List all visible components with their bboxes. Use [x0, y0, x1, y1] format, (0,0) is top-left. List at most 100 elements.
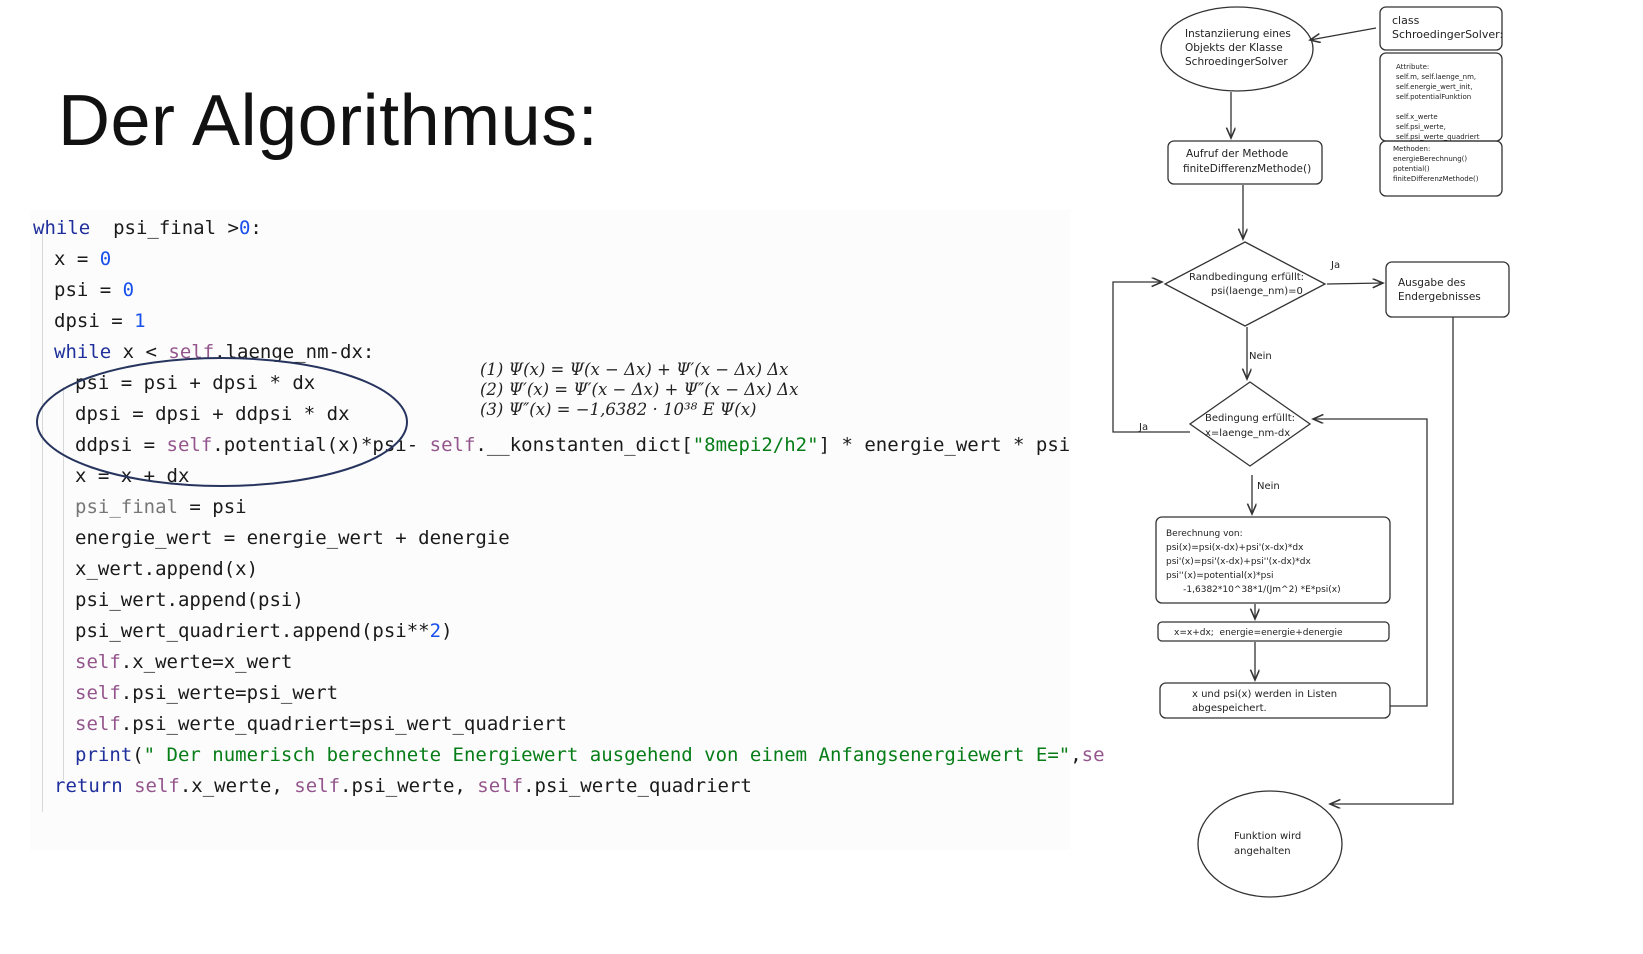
output-line: Ausgabe des [1398, 277, 1465, 289]
code-token: 1 [134, 310, 146, 332]
class-attr-line: self.m, self.laenge_nm, [1396, 73, 1476, 81]
end-node-line: angehalten [1234, 846, 1291, 857]
code-token: while [54, 341, 112, 363]
class-attr-line: self.potentialFunktion [1396, 93, 1471, 101]
code-token: while [33, 217, 91, 239]
store-box [1159, 682, 1391, 719]
code-token: psi_wert.append(psi) [75, 589, 304, 611]
code-token: se [1081, 744, 1105, 766]
code-token: self [294, 775, 341, 797]
class-method-line: potential() [1393, 165, 1430, 173]
arrow-loop-back [1112, 282, 1190, 433]
code-token: self [75, 713, 121, 735]
arrow-store-back [1313, 419, 1428, 707]
code-token: self [429, 434, 476, 456]
start-node-line: Objekts der Klasse [1185, 42, 1283, 54]
code-token: return [54, 775, 123, 797]
store-line: abgespeichert. [1192, 703, 1267, 714]
store-line: x und psi(x) werden in Listen [1192, 689, 1337, 700]
arrow-decision-to-output [1326, 283, 1383, 284]
decision2-line: x=laenge_nm-dx [1205, 428, 1290, 439]
update-box [1157, 621, 1390, 642]
class-attr-line: self.psi_werte_quadriert [1396, 133, 1480, 141]
code-token: .psi_werte_quadriert=psi_wert_quadriert [120, 713, 567, 735]
equation-1: (1) Ψ(x) = Ψ(x − Δx) + Ψ′(x − Δx) Δx [480, 360, 789, 379]
class-title-line: class [1392, 14, 1420, 27]
class-attr-line: self.psi_werte, [1396, 123, 1446, 131]
decision1-line: Randbedingung erfüllt: [1189, 272, 1304, 283]
code-line: psi_wert_quadriert.append(psi**2) [75, 616, 453, 646]
code-token: "8mepi2/h2" [692, 434, 819, 456]
code-token: " Der numerisch berechnete Energiewert a… [143, 744, 1071, 766]
call-method-line: finiteDifferenzMethode() [1183, 163, 1311, 175]
call-method-box [1167, 140, 1323, 185]
start-node-line: SchroedingerSolver [1185, 56, 1288, 68]
code-token: 0 [122, 279, 135, 301]
code-token: self [75, 682, 121, 704]
code-line: return self.x_werte, self.psi_werte, sel… [54, 771, 752, 801]
class-box-methods [1379, 140, 1503, 197]
arrow-class-to-start [1310, 27, 1377, 40]
code-line: psi_wert.append(psi) [75, 585, 304, 615]
code-token: energie_wert = energie_wert + denergie [75, 527, 510, 549]
decision2-line: Bedingung erfüllt: [1205, 413, 1295, 424]
arrow-output-to-end [1330, 317, 1454, 804]
label-yes-1: Ja [1330, 260, 1340, 271]
code-token: self [75, 651, 121, 673]
end-node-line: Funktion wird [1234, 831, 1301, 842]
code-line: psi = psi + dpsi * dx [75, 368, 315, 398]
code-token: 2 [429, 620, 442, 642]
code-token: print [75, 744, 133, 766]
code-line: self.psi_werte_quadriert=psi_wert_quadri… [75, 709, 567, 739]
code-line: x = 0 [54, 244, 111, 274]
update-line: x=x+dx; energie=energie+denergie [1174, 628, 1343, 638]
start-node-line: Instanziierung eines [1185, 28, 1291, 40]
code-line: self.psi_werte=psi_wert [75, 678, 338, 708]
class-attr-line: self.energie_wert_init, [1396, 83, 1473, 91]
code-line: print(" Der numerisch berechnete Energie… [75, 740, 1105, 770]
decision-loop [1188, 381, 1312, 467]
code-token: psi_wert_quadriert.append(psi** [75, 620, 430, 642]
code-token: psi = [54, 279, 123, 301]
code-token: x = [54, 248, 100, 270]
code-token: .laenge_nm-dx: [214, 341, 375, 363]
code-token: dpsi = dpsi + ddpsi * dx [75, 403, 350, 425]
indent-guide [63, 387, 64, 780]
decision1-line: psi(laenge_nm)=0 [1211, 286, 1303, 297]
class-method-line: finiteDifferenzMethode() [1393, 175, 1479, 183]
code-token: ( [132, 744, 144, 766]
code-token: > [227, 217, 239, 239]
class-method-line: Methoden: [1393, 145, 1430, 153]
class-method-line: energieBerechnung() [1393, 155, 1467, 163]
code-token: .__konstanten_dict[ [475, 434, 693, 456]
equation-block: (1) Ψ(x) = Ψ(x − Δx) + Ψ′(x − Δx) Δx (2)… [480, 360, 798, 420]
end-node [1197, 790, 1343, 898]
code-token: psi_final [90, 217, 228, 239]
calc-box [1155, 516, 1391, 604]
code-token: self [477, 775, 524, 797]
code-token: .x_werte=x_wert [120, 651, 293, 673]
label-no-2: Nein [1257, 481, 1280, 492]
code-line: while psi_final >0: [33, 213, 262, 243]
start-node [1160, 6, 1314, 92]
code-token: : [250, 217, 262, 239]
class-box-title [1379, 6, 1503, 51]
code-token: .psi_werte, [340, 775, 478, 797]
code-token: x_wert.append(x) [75, 558, 259, 580]
code-line: while x < self.laenge_nm-dx: [54, 337, 374, 367]
code-token: 0 [99, 248, 112, 270]
equation-2: (2) Ψ′(x) = Ψ′(x − Δx) + Ψ″(x − Δx) Δx [480, 380, 799, 399]
code-line: dpsi = 1 [54, 306, 146, 336]
equation-3: (3) Ψ″(x) = −1,6382 · 10³⁸ E Ψ(x) [480, 400, 757, 419]
code-token: .x_werte, [179, 775, 295, 797]
calc-line: psi(x)=psi(x-dx)+psi'(x-dx)*dx [1166, 543, 1304, 553]
code-token: self [134, 775, 180, 797]
code-line: psi_final = psi [75, 492, 247, 522]
code-token: x < [111, 341, 169, 363]
code-token: .potential(x)*psi- [212, 434, 430, 456]
code-line: self.x_werte=x_wert [75, 647, 292, 677]
code-token: 0 [238, 217, 251, 239]
calc-line: Berechnung von: [1166, 529, 1243, 539]
